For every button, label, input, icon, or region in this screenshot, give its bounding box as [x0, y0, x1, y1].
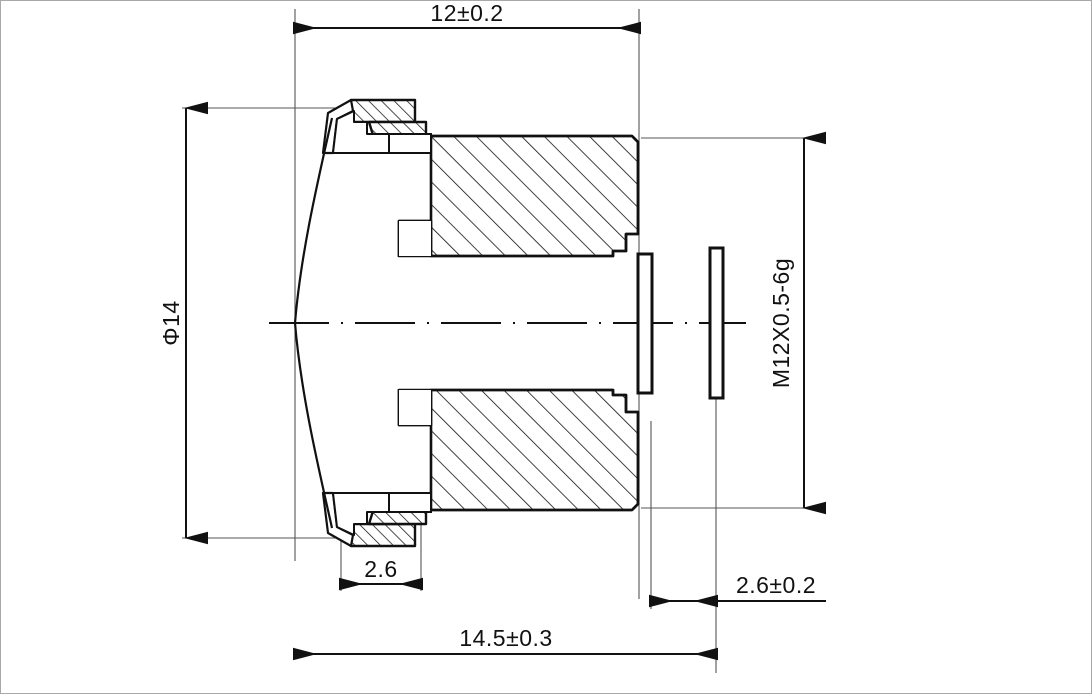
- sensor-cover-glass: [708, 246, 725, 400]
- rear-filter-element: [636, 252, 654, 395]
- barrel-shoulder-bottom: [399, 390, 431, 425]
- front-lens-curve: [293, 117, 334, 529]
- dim-right-thread-label: M12X0.5-6g: [768, 258, 794, 388]
- front-retainer-top: [349, 98, 417, 124]
- barrel-body-bottom: [397, 388, 640, 512]
- front-bezel-step-bottom: [332, 492, 390, 536]
- retainer-ledge-bottom: [388, 492, 432, 513]
- barrel-shoulder-top: [399, 221, 431, 256]
- dim-bottom-overall-label: 14.5±0.3: [459, 625, 552, 651]
- dim-left-diameter-label: Φ14: [158, 300, 184, 345]
- barrel-body-top: [397, 134, 640, 258]
- dim-right-thread: M12X0.5-6g: [768, 131, 826, 515]
- front-retainer-bottom: [349, 522, 417, 548]
- dim-top-overall-label: 12±0.2: [430, 1, 503, 26]
- dim-bottom-back-label: 2.6±0.2: [736, 572, 816, 598]
- dim-bottom-overall: 14.5±0.3: [293, 625, 718, 661]
- front-bezel-step-top: [332, 110, 390, 154]
- dim-bottom-flange-label: 2.6: [364, 556, 397, 582]
- dim-bottom-back: 2.6±0.2: [649, 572, 826, 608]
- retainer-ledge-top: [388, 133, 432, 154]
- dim-bottom-flange: 2.6: [339, 556, 423, 591]
- dim-left-diameter: Φ14: [158, 101, 208, 545]
- dim-top-overall: 12±0.2: [293, 1, 641, 35]
